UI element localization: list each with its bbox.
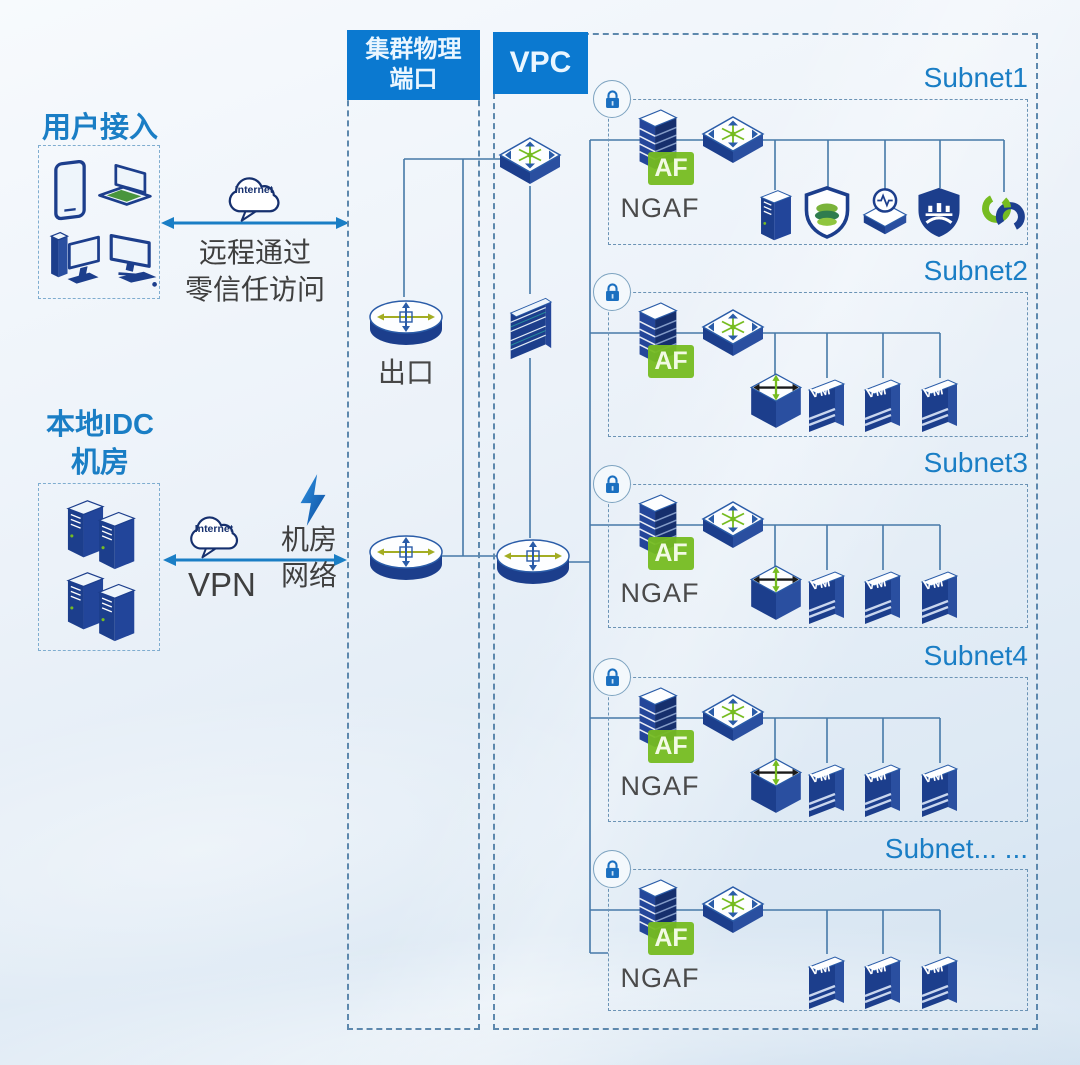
- subnet4-title: Subnet4: [923, 640, 1028, 671]
- ngaf-label: NGAF: [620, 771, 700, 801]
- vm-icon: VM: [804, 758, 850, 820]
- link-rings-icon: [974, 190, 1032, 236]
- lock-icon: [593, 80, 631, 118]
- af-tag: AF: [648, 730, 694, 763]
- subnet-more-title: Subnet... ...: [884, 833, 1028, 864]
- monitor-keyboard-icon: [104, 228, 160, 292]
- idc-network-caption: 机房 网络: [280, 524, 337, 591]
- vm-icon: VM: [917, 565, 963, 627]
- vpc-header: VPC: [493, 32, 588, 94]
- subnet-switch-icon: [701, 693, 765, 743]
- subnet3-box: [608, 484, 1028, 628]
- shield-globe-icon: [802, 184, 852, 240]
- idc-title: 本地IDC 机房: [46, 409, 154, 479]
- ngaf-label: NGAF: [620, 578, 700, 608]
- vm-icon: VM: [917, 758, 963, 820]
- internet-label: Internet: [194, 522, 234, 535]
- cluster-ports-header: 集群物理 端口: [347, 30, 480, 100]
- load-balancer-icon: [747, 756, 805, 816]
- vpn-arrow: [163, 554, 347, 566]
- lock-icon: [593, 465, 631, 503]
- user-devices-box: [38, 145, 160, 299]
- vm-icon: VM: [804, 373, 850, 435]
- load-balancer-icon: [747, 371, 805, 431]
- subnet1-box: [608, 99, 1028, 245]
- desktop-tower-icon: [42, 228, 104, 290]
- vm-icon: VM: [804, 565, 850, 627]
- subnet-switch-icon: [701, 308, 765, 358]
- lock-icon: [593, 273, 631, 311]
- server-pair-icon: [58, 493, 152, 573]
- cluster-ports-box: 集群物理 端口: [347, 30, 480, 1030]
- monitor-gauge-icon: [858, 186, 912, 240]
- vm-icon: VM: [917, 373, 963, 435]
- server-pair-icon: [58, 565, 152, 645]
- subnet-switch-icon: [701, 500, 765, 550]
- vm-icon: VM: [860, 373, 906, 435]
- smartphone-icon: [50, 156, 90, 227]
- af-tag: AF: [648, 922, 694, 955]
- cluster-edge-router-icon: [366, 532, 446, 584]
- laptop-icon: [94, 160, 154, 218]
- vpc-firewall-icon: [503, 291, 557, 361]
- internet-label: Internet: [234, 184, 274, 197]
- idc-servers-box: [38, 483, 160, 651]
- vpn-label: VPN: [188, 566, 256, 603]
- subnet-switch-icon: [701, 115, 765, 165]
- lightning-icon: [294, 472, 332, 528]
- subnet2-box: [608, 292, 1028, 437]
- remote-access-caption: 远程通过 零信任访问: [184, 237, 325, 305]
- vm-icon: VM: [917, 950, 963, 1012]
- vm-icon: VM: [804, 950, 850, 1012]
- user-access-title: 用户接入: [41, 112, 158, 144]
- af-tag: AF: [648, 537, 694, 570]
- remote-access-arrow: [161, 217, 349, 229]
- exit-router-icon: [366, 297, 446, 349]
- vm-icon: VM: [860, 950, 906, 1012]
- subnet2-title: Subnet2: [923, 255, 1028, 286]
- server-icon: [753, 186, 799, 244]
- subnet1-title: Subnet1: [923, 62, 1028, 93]
- ngaf-label: NGAF: [620, 193, 700, 223]
- af-tag: AF: [648, 345, 694, 378]
- exit-router-label: 出口: [377, 357, 434, 388]
- load-balancer-icon: [747, 563, 805, 623]
- subnet-switch-icon: [701, 885, 765, 935]
- lock-icon: [593, 658, 631, 696]
- shield-bridge-icon: [914, 184, 964, 240]
- af-tag: AF: [648, 152, 694, 185]
- internet-cloud-vpn: Internet: [182, 510, 246, 562]
- vpc-core-switch-icon: [498, 136, 562, 186]
- ngaf-label: NGAF: [620, 963, 700, 993]
- vm-icon: VM: [860, 758, 906, 820]
- subnet3-title: Subnet3: [923, 447, 1028, 478]
- lock-icon: [593, 850, 631, 888]
- vm-icon: VM: [860, 565, 906, 627]
- subnet4-box: [608, 677, 1028, 822]
- internet-cloud-remote: Internet: [220, 170, 288, 226]
- vpc-edge-router-icon: [493, 536, 573, 588]
